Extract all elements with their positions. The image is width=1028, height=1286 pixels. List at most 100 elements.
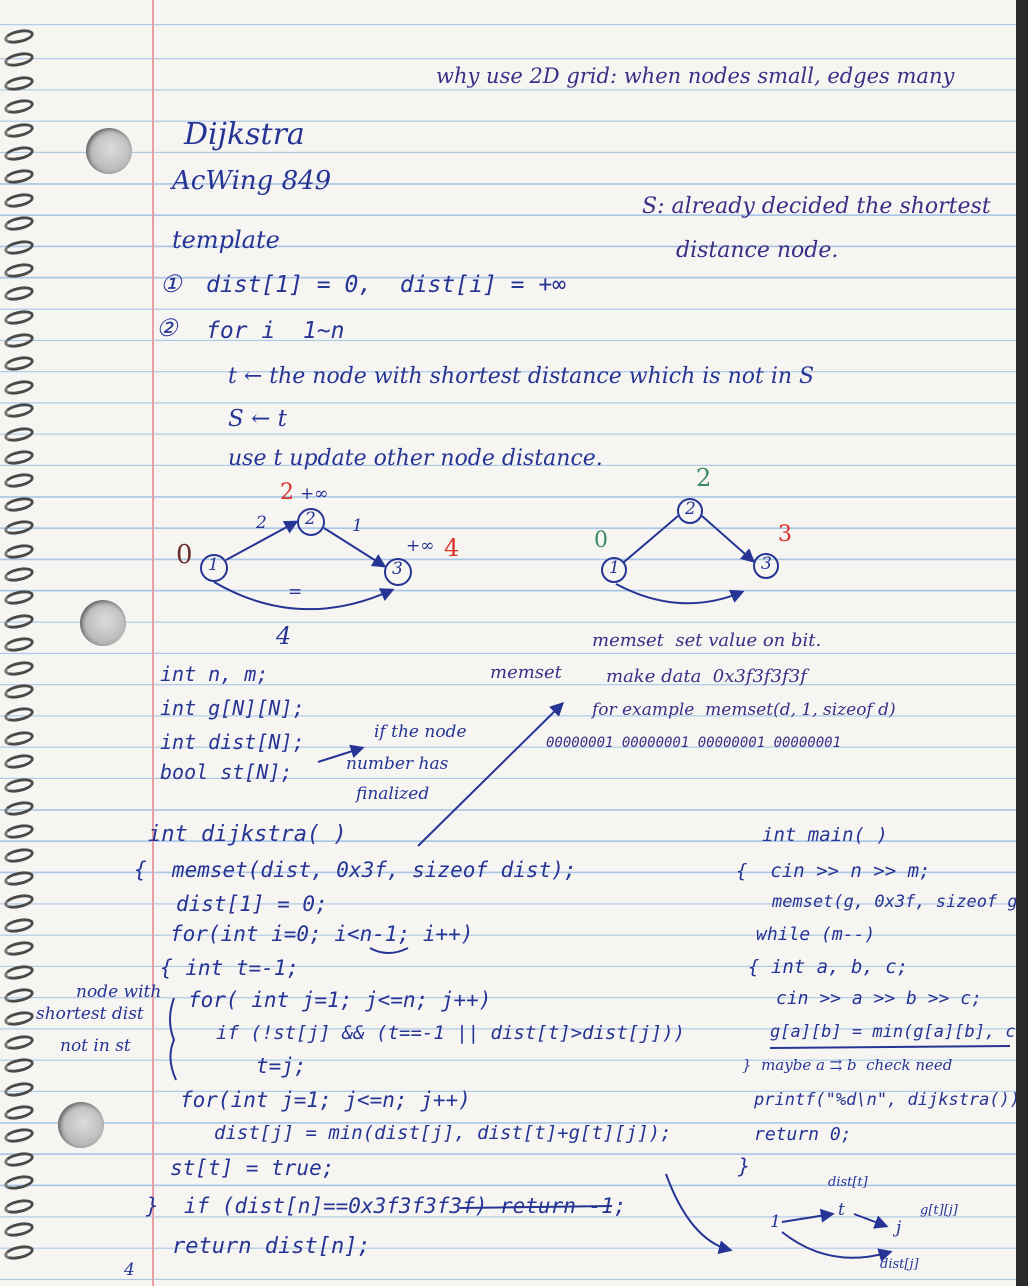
page-edge-shadow <box>1016 0 1028 1286</box>
right-dist-2: 2 <box>696 464 712 492</box>
st-note-line1: if the node <box>374 722 467 742</box>
mini-edge-1-t <box>781 1208 835 1223</box>
dijkstra-code-line-13: return dist[n]; <box>172 1234 371 1259</box>
left-node-1-circle <box>200 554 228 582</box>
mini-node-t: t <box>838 1200 845 1220</box>
st-note-arrow <box>317 744 365 763</box>
memset-note-line3: for example memset(d, 1, sizeof d) <box>592 700 896 720</box>
left-edge-1-2-weight: 2 <box>256 513 267 533</box>
left-dist-3-old: +∞ <box>406 536 435 556</box>
main-code-line-11: } <box>738 1154 751 1178</box>
main-code-line-6: cin >> a >> b >> c; <box>776 988 982 1009</box>
mini-label-dist-t: dist[t] <box>828 1175 868 1190</box>
step2-text: for i 1~n <box>206 318 345 344</box>
memset-note-line1: memset set value on bit. <box>592 630 822 651</box>
dijkstra-code-line-1: int dijkstra( ) <box>148 822 347 847</box>
right-node-1-circle <box>601 557 627 583</box>
memset-note-line4: 00000001 00000001 00000001 00000001 <box>546 735 842 751</box>
decl-n-m: int n, m; <box>160 662 269 686</box>
main-code-line-7: g[a][b] = min(g[a][b], c) <box>770 1022 1016 1042</box>
right-edge-1-3 <box>615 583 745 605</box>
left-node-2-label: 2 <box>305 509 316 529</box>
main-code-line-3: memset(g, 0x3f, sizeof g) <box>772 892 1016 912</box>
left-edge-1-3-weight: 4 <box>276 622 292 650</box>
memset-note-line2b: make data 0x3f3f3f3f <box>606 666 807 687</box>
main-code-line-5: { int a, b, c; <box>748 956 909 978</box>
left-edge-2-3 <box>323 527 387 568</box>
step1-number: ① <box>160 270 182 298</box>
decl-dist: int dist[N]; <box>160 730 305 754</box>
st-note-line3: finalized <box>356 784 430 804</box>
dijkstra-code-line-4: for(int i=0; i<n-1; i++) <box>170 922 474 946</box>
left-dist-1: 0 <box>176 540 193 570</box>
decl-g: int g[N][N]; <box>160 696 305 720</box>
mini-label-dist-j: dist[j] <box>880 1257 919 1272</box>
template-label: template <box>172 226 280 254</box>
side-note-line1: node with <box>76 982 162 1002</box>
right-node-3-circle <box>753 553 779 579</box>
page-subtitle: AcWing 849 <box>172 166 332 196</box>
dijkstra-code-line-6: for( int j=1; j<=n; j++) <box>188 988 492 1012</box>
left-edge-2-3-weight: 1 <box>352 516 363 536</box>
dijkstra-code-line-10: dist[j] = min(dist[j], dist[t]+g[t][j]); <box>214 1122 672 1144</box>
s-note-line2: distance node. <box>676 238 839 263</box>
punch-hole <box>86 128 132 174</box>
template-line-s: S ← t <box>228 406 287 432</box>
page-bottom-mark: 4 <box>124 1260 135 1280</box>
mini-edge-t-j <box>853 1213 889 1229</box>
left-edge-1-3 <box>213 581 395 611</box>
memset-note-line2a: memset <box>490 662 562 683</box>
side-note-line2: shortest dist <box>36 1004 144 1024</box>
header-note: why use 2D grid: when nodes small, edges… <box>436 64 955 88</box>
right-dist-1: 0 <box>594 528 608 553</box>
mini-edge-1-j <box>781 1231 893 1262</box>
side-note-line3: not in st <box>60 1036 131 1056</box>
right-edge-2-3 <box>701 515 756 563</box>
dijkstra-code-line-12: } if (dist[n]==0x3f3f3f3f) return -1; <box>146 1194 627 1218</box>
dijkstra-code-line-11: st[t] = true; <box>170 1156 335 1180</box>
right-node-1-label: 1 <box>609 558 620 578</box>
main-code-line-4: while (m--) <box>756 924 876 945</box>
right-node-3-label: 3 <box>761 554 772 574</box>
step1-text: dist[1] = 0, dist[i] = +∞ <box>206 272 567 298</box>
dijkstra-code-line-7: if (!st[j] && (t==-1 || dist[t]>dist[j])… <box>216 1022 685 1044</box>
right-node-2-label: 2 <box>685 499 696 519</box>
main-code-line-10: return 0; <box>754 1124 852 1145</box>
decl-st: bool st[N]; <box>160 760 293 784</box>
step2-number: ② <box>156 314 178 342</box>
left-node-3-label: 3 <box>392 559 403 579</box>
right-edge-1-2 <box>623 515 679 563</box>
left-node-1-label: 1 <box>208 555 219 575</box>
left-edge-1-3-mark: = <box>288 582 303 602</box>
left-node-3-circle <box>384 558 412 586</box>
n-minus-1-underline <box>369 947 409 954</box>
main-code-line-2: { cin >> n >> m; <box>736 860 931 882</box>
mini-diagram-arrow <box>665 1173 733 1255</box>
memset-note-arrow <box>417 702 564 847</box>
dijkstra-code-line-2: { memset(dist, 0x3f, sizeof dist); <box>134 858 577 882</box>
template-line-use: use t update other node distance. <box>228 446 603 471</box>
mini-node-j: j <box>896 1218 902 1238</box>
page-title: Dijkstra <box>184 117 305 152</box>
dijkstra-code-line-8: t=j; <box>256 1054 307 1078</box>
mini-node-1: 1 <box>770 1212 781 1232</box>
right-dist-3: 3 <box>778 522 792 547</box>
g-update-underline <box>769 1045 1011 1049</box>
punch-hole <box>80 600 126 646</box>
strikethrough-line <box>459 1205 613 1209</box>
dijkstra-code-line-9: for(int j=1; j<=n; j++) <box>180 1088 471 1112</box>
left-edge-1-2 <box>225 520 299 561</box>
margin-line <box>152 0 154 1286</box>
dijkstra-code-line-5: { int t=-1; <box>160 956 300 980</box>
punch-hole <box>58 1102 104 1148</box>
left-dist-3-new: 4 <box>444 534 460 562</box>
dijkstra-code-line-3: dist[1] = 0; <box>176 892 328 916</box>
template-line-t: t ← the node with shortest distance whic… <box>228 364 815 389</box>
main-code-line-9: printf("%d\n", dijkstra()); <box>754 1090 1016 1110</box>
left-dist-2-old: +∞ <box>300 484 329 504</box>
mini-label-g: g[t][j] <box>920 1203 958 1218</box>
s-note-line1: S: already decided the shortest <box>642 194 991 219</box>
side-note-brace <box>169 997 177 1081</box>
